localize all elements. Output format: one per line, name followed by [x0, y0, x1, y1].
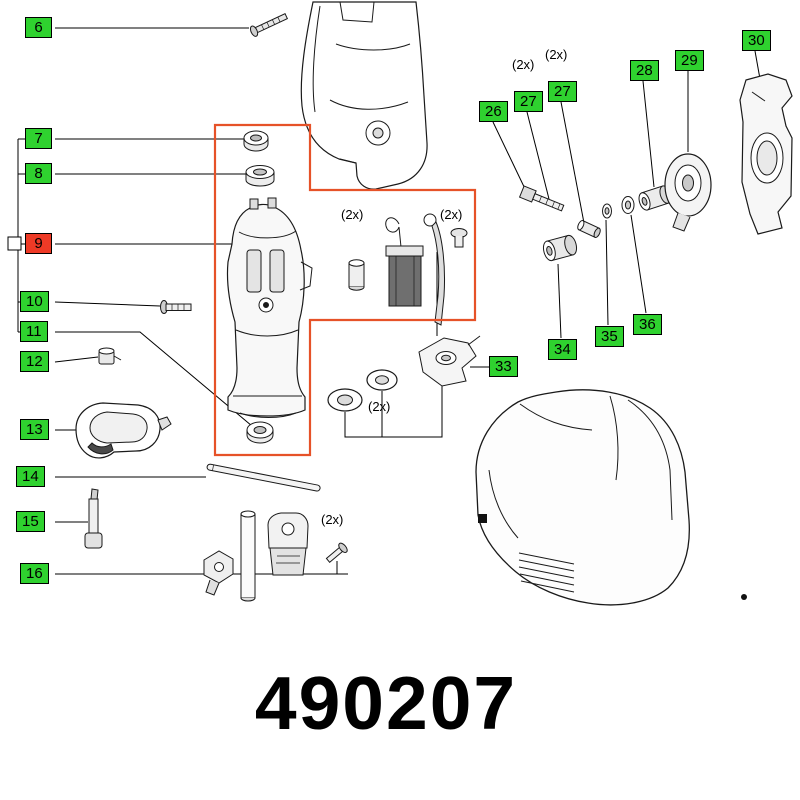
nut-8-drawing [245, 165, 275, 187]
index-dot [741, 594, 747, 600]
guide-plate-33-drawing [418, 335, 481, 387]
part-label-34[interactable]: 34 [548, 339, 577, 360]
nut-7-drawing [243, 130, 269, 152]
washer-2x-drawing [366, 369, 398, 391]
part-label-13[interactable]: 13 [20, 419, 49, 440]
part-label-36[interactable]: 36 [633, 314, 662, 335]
assembly-marker-box [7, 236, 22, 251]
sleeve-2x-drawing [348, 259, 365, 291]
qty-marker-screw: (2x) [321, 512, 344, 527]
part-label-27-b[interactable]: 27 [548, 81, 577, 102]
part-label-7[interactable]: 7 [25, 128, 52, 149]
gear-cover-drawing [300, 1, 428, 190]
part-label-28[interactable]: 28 [630, 60, 659, 81]
bracket-30-drawing [739, 73, 793, 235]
part-label-11[interactable]: 11 [20, 321, 48, 342]
screw-26-drawing [518, 185, 565, 212]
washer-36-drawing [621, 196, 635, 214]
part-label-10[interactable]: 10 [20, 291, 49, 312]
qty-marker-27a: (2x) [512, 57, 535, 72]
blade-clamp-drawing [267, 512, 309, 576]
part-label-15[interactable]: 15 [16, 511, 45, 532]
carbon-brush-drawing [385, 213, 445, 326]
part-label-29[interactable]: 29 [675, 50, 704, 71]
cap-12-drawing [98, 347, 122, 365]
part-label-27-a[interactable]: 27 [514, 91, 543, 112]
screw-6-drawing [249, 13, 289, 37]
part-label-8[interactable]: 8 [25, 163, 52, 184]
bushing-34-drawing [542, 234, 578, 262]
lock-washer-35-drawing [602, 203, 612, 219]
part-label-26[interactable]: 26 [479, 101, 508, 122]
qty-marker-rivet: (2x) [440, 207, 463, 222]
washer-large-drawing [327, 388, 363, 412]
motor-housing-drawing [226, 197, 313, 418]
motor-body-drawing [475, 389, 690, 606]
guide-tube-drawing [240, 510, 256, 602]
flange-29-drawing [664, 153, 712, 232]
part-label-33[interactable]: 33 [489, 356, 518, 377]
part-label-16[interactable]: 16 [20, 563, 49, 584]
qty-marker-sleeve: (2x) [341, 207, 364, 222]
qty-marker-washer: (2x) [368, 399, 391, 414]
part-label-6[interactable]: 6 [25, 17, 52, 38]
lever-16-drawing [203, 550, 234, 596]
rivet-2x-drawing [450, 228, 468, 248]
qty-marker-27b: (2x) [545, 47, 568, 62]
assembly-highlight-outline [213, 123, 477, 457]
rod-14-drawing [206, 463, 321, 492]
balancer-13-drawing [75, 402, 172, 459]
part-label-30[interactable]: 30 [742, 30, 771, 51]
part-label-12[interactable]: 12 [20, 351, 49, 372]
part-label-14[interactable]: 14 [16, 466, 45, 487]
part-label-9-highlighted[interactable]: 9 [25, 233, 52, 254]
document-part-number: 490207 [254, 661, 518, 745]
screw-10-drawing [160, 300, 192, 314]
pin-27-drawing [577, 220, 601, 238]
screw-16-2x-drawing [325, 542, 348, 563]
pin-15-drawing [84, 488, 103, 549]
nut-11-drawing [246, 421, 274, 444]
part-label-35[interactable]: 35 [595, 326, 624, 347]
